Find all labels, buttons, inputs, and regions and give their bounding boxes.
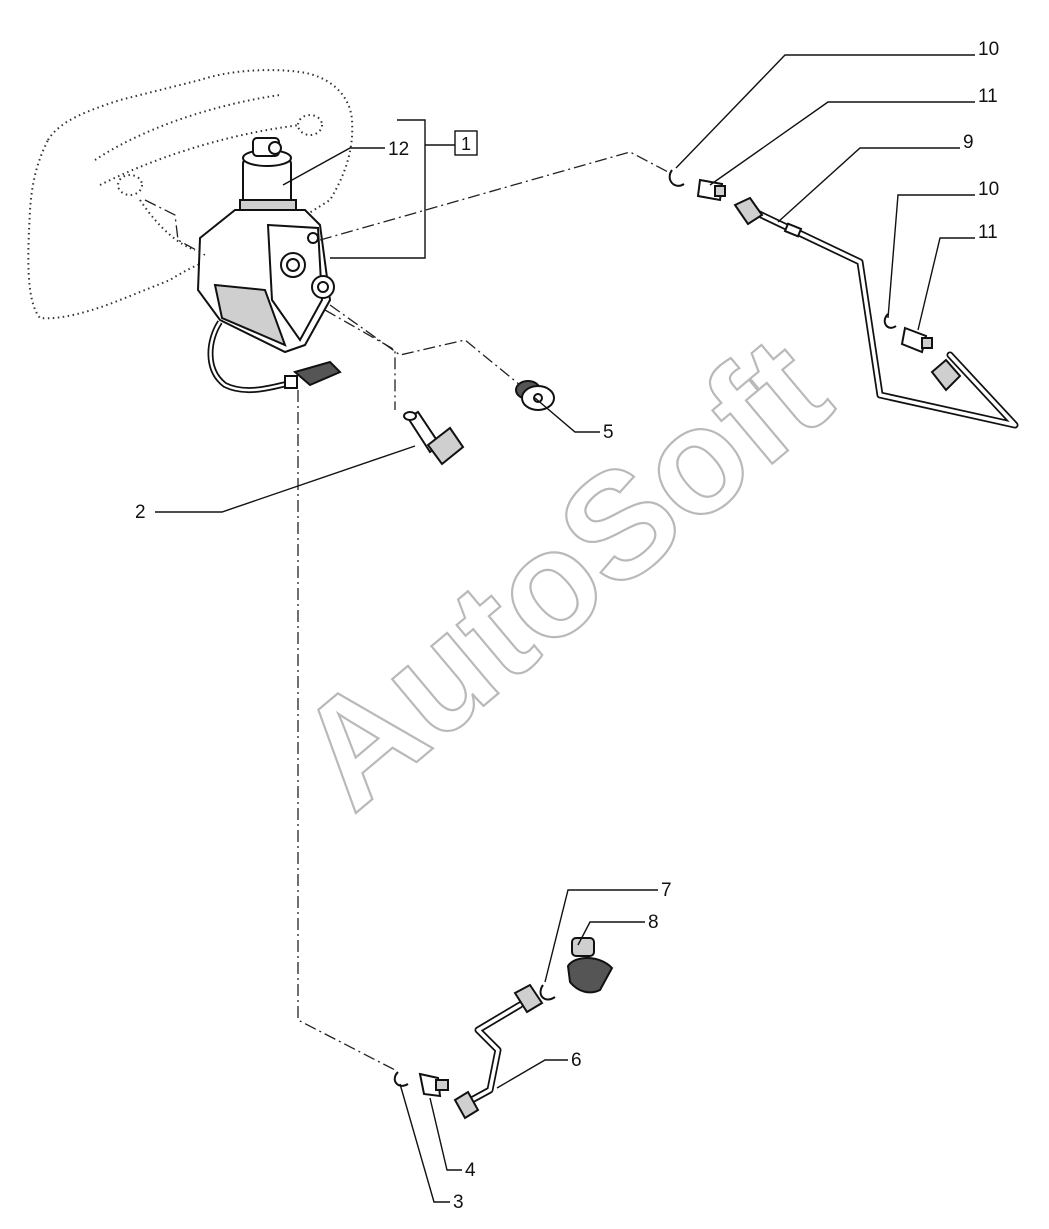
upper-pipe-assembly (668, 169, 1019, 429)
callout-5: 5 (603, 422, 614, 443)
callout-labels: 12 10 11 9 10 11 5 2 7 8 6 4 3 (135, 39, 999, 1213)
callout-7: 7 (661, 880, 672, 901)
watermark-text: AutoSoft (266, 304, 859, 840)
callout-11-upper: 11 (978, 86, 998, 107)
callout-10-lower: 10 (978, 179, 999, 200)
callout-9: 9 (963, 132, 974, 153)
bolt-part (403, 410, 465, 466)
callout-11-lower: 11 (978, 222, 998, 243)
assembly-lines (144, 151, 669, 1071)
callout-6: 6 (571, 1050, 582, 1071)
assembly-bracket: 1 (330, 119, 478, 259)
callout-10-upper: 10 (978, 39, 999, 60)
callout-4: 4 (465, 1160, 476, 1181)
grommet-part (515, 380, 555, 411)
leader-lines (155, 54, 975, 1203)
callout-12: 12 (388, 139, 409, 160)
lower-pipe-assembly (393, 937, 614, 1120)
callout-3: 3 (453, 1192, 464, 1213)
watermark: AutoSoft (264, 303, 859, 841)
callout-2: 2 (135, 502, 146, 523)
valve-body (196, 137, 342, 394)
assembly-box-label: 1 (461, 134, 471, 154)
callout-8: 8 (648, 912, 659, 933)
